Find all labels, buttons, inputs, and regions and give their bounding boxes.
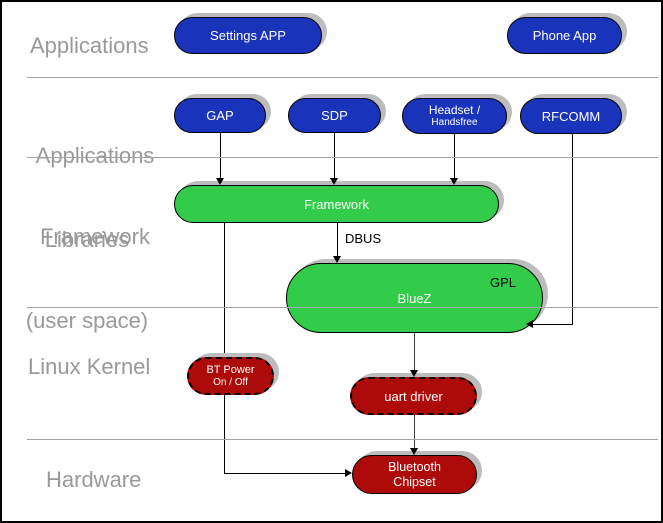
edge-gap-to-framework bbox=[220, 133, 221, 179]
edge-uart-to-chipset bbox=[414, 415, 415, 449]
arrowhead-sdp-to-framework bbox=[330, 178, 338, 185]
layer-label-line: Applications bbox=[35, 143, 155, 168]
node-sdp: SDP bbox=[288, 98, 381, 133]
node-gap: GAP bbox=[174, 98, 266, 133]
edge-bluez-to-uart bbox=[414, 333, 415, 371]
node-sublabel: Handsfree bbox=[431, 117, 478, 128]
divider-kernel-hardware bbox=[27, 439, 658, 440]
layer-label-applications: Applications bbox=[30, 33, 149, 58]
node-bluetooth-chipset: Bluetooth Chipset bbox=[352, 455, 477, 494]
edge-framework-to-chipset-horizontal bbox=[224, 473, 345, 474]
node-sublabel: On / Off bbox=[213, 377, 248, 388]
node-framework: Framework bbox=[174, 185, 499, 223]
arrowhead-rfcomm-to-bluez bbox=[526, 320, 533, 328]
node-bluez: GPL BlueZ bbox=[286, 263, 543, 333]
node-label: Settings APP bbox=[210, 28, 286, 43]
node-rfcomm: RFCOMM bbox=[520, 98, 622, 134]
edge-rfcomm-to-bluez-horizontal bbox=[533, 324, 573, 325]
node-uart-driver: uart driver bbox=[350, 377, 477, 415]
layer-label-applications-framework: Applications Framework bbox=[24, 88, 166, 304]
arrowhead-headset-to-framework bbox=[450, 178, 458, 185]
node-phone-app: Phone App bbox=[507, 17, 622, 54]
layer-label-libraries: Libraries (user space) bbox=[12, 172, 162, 388]
edge-framework-to-chipset-vertical bbox=[224, 223, 225, 473]
node-settings-app: Settings APP bbox=[174, 17, 322, 54]
edge-sdp-to-framework bbox=[334, 133, 335, 179]
divider-applications-framework bbox=[27, 77, 658, 78]
node-label: BlueZ bbox=[397, 290, 432, 306]
node-sublabel: Chipset bbox=[393, 474, 436, 489]
arrowhead-gap-to-framework bbox=[216, 178, 224, 185]
divider-framework-libraries bbox=[27, 157, 658, 158]
layer-label-line: Libraries bbox=[44, 227, 130, 252]
layer-label-linux-kernel: Linux Kernel bbox=[28, 354, 151, 379]
divider-libraries-kernel bbox=[27, 307, 658, 308]
gpl-license-tag: GPL bbox=[489, 275, 516, 290]
arrowhead-framework-to-chipset bbox=[345, 469, 352, 477]
arrowhead-framework-to-bluez bbox=[333, 256, 341, 263]
node-label: GAP bbox=[206, 108, 234, 123]
edge-rfcomm-to-bluez-vertical bbox=[572, 134, 573, 324]
layer-label-line: Framework bbox=[39, 224, 150, 249]
node-label: BT Power bbox=[206, 364, 255, 376]
node-label: RFCOMM bbox=[541, 108, 601, 124]
arrowhead-uart-to-chipset bbox=[410, 448, 418, 455]
node-label: Bluetooth bbox=[388, 459, 441, 474]
node-label: SDP bbox=[321, 108, 348, 123]
node-headset-handsfree: Headset / Handsfree bbox=[402, 98, 507, 134]
dbus-edge-label: DBUS bbox=[345, 231, 382, 246]
layer-label-line: (user space) bbox=[25, 308, 149, 333]
edge-headset-to-framework bbox=[454, 134, 455, 179]
node-label: Phone App bbox=[532, 28, 597, 43]
node-label: uart driver bbox=[384, 388, 443, 404]
layer-label-hardware: Hardware bbox=[46, 467, 142, 492]
edge-framework-to-bluez bbox=[337, 223, 338, 256]
arrowhead-bluez-to-uart bbox=[410, 370, 418, 377]
node-label: Framework bbox=[303, 196, 369, 212]
node-label: Headset / bbox=[428, 103, 481, 117]
node-bt-power: BT Power On / Off bbox=[187, 357, 274, 395]
